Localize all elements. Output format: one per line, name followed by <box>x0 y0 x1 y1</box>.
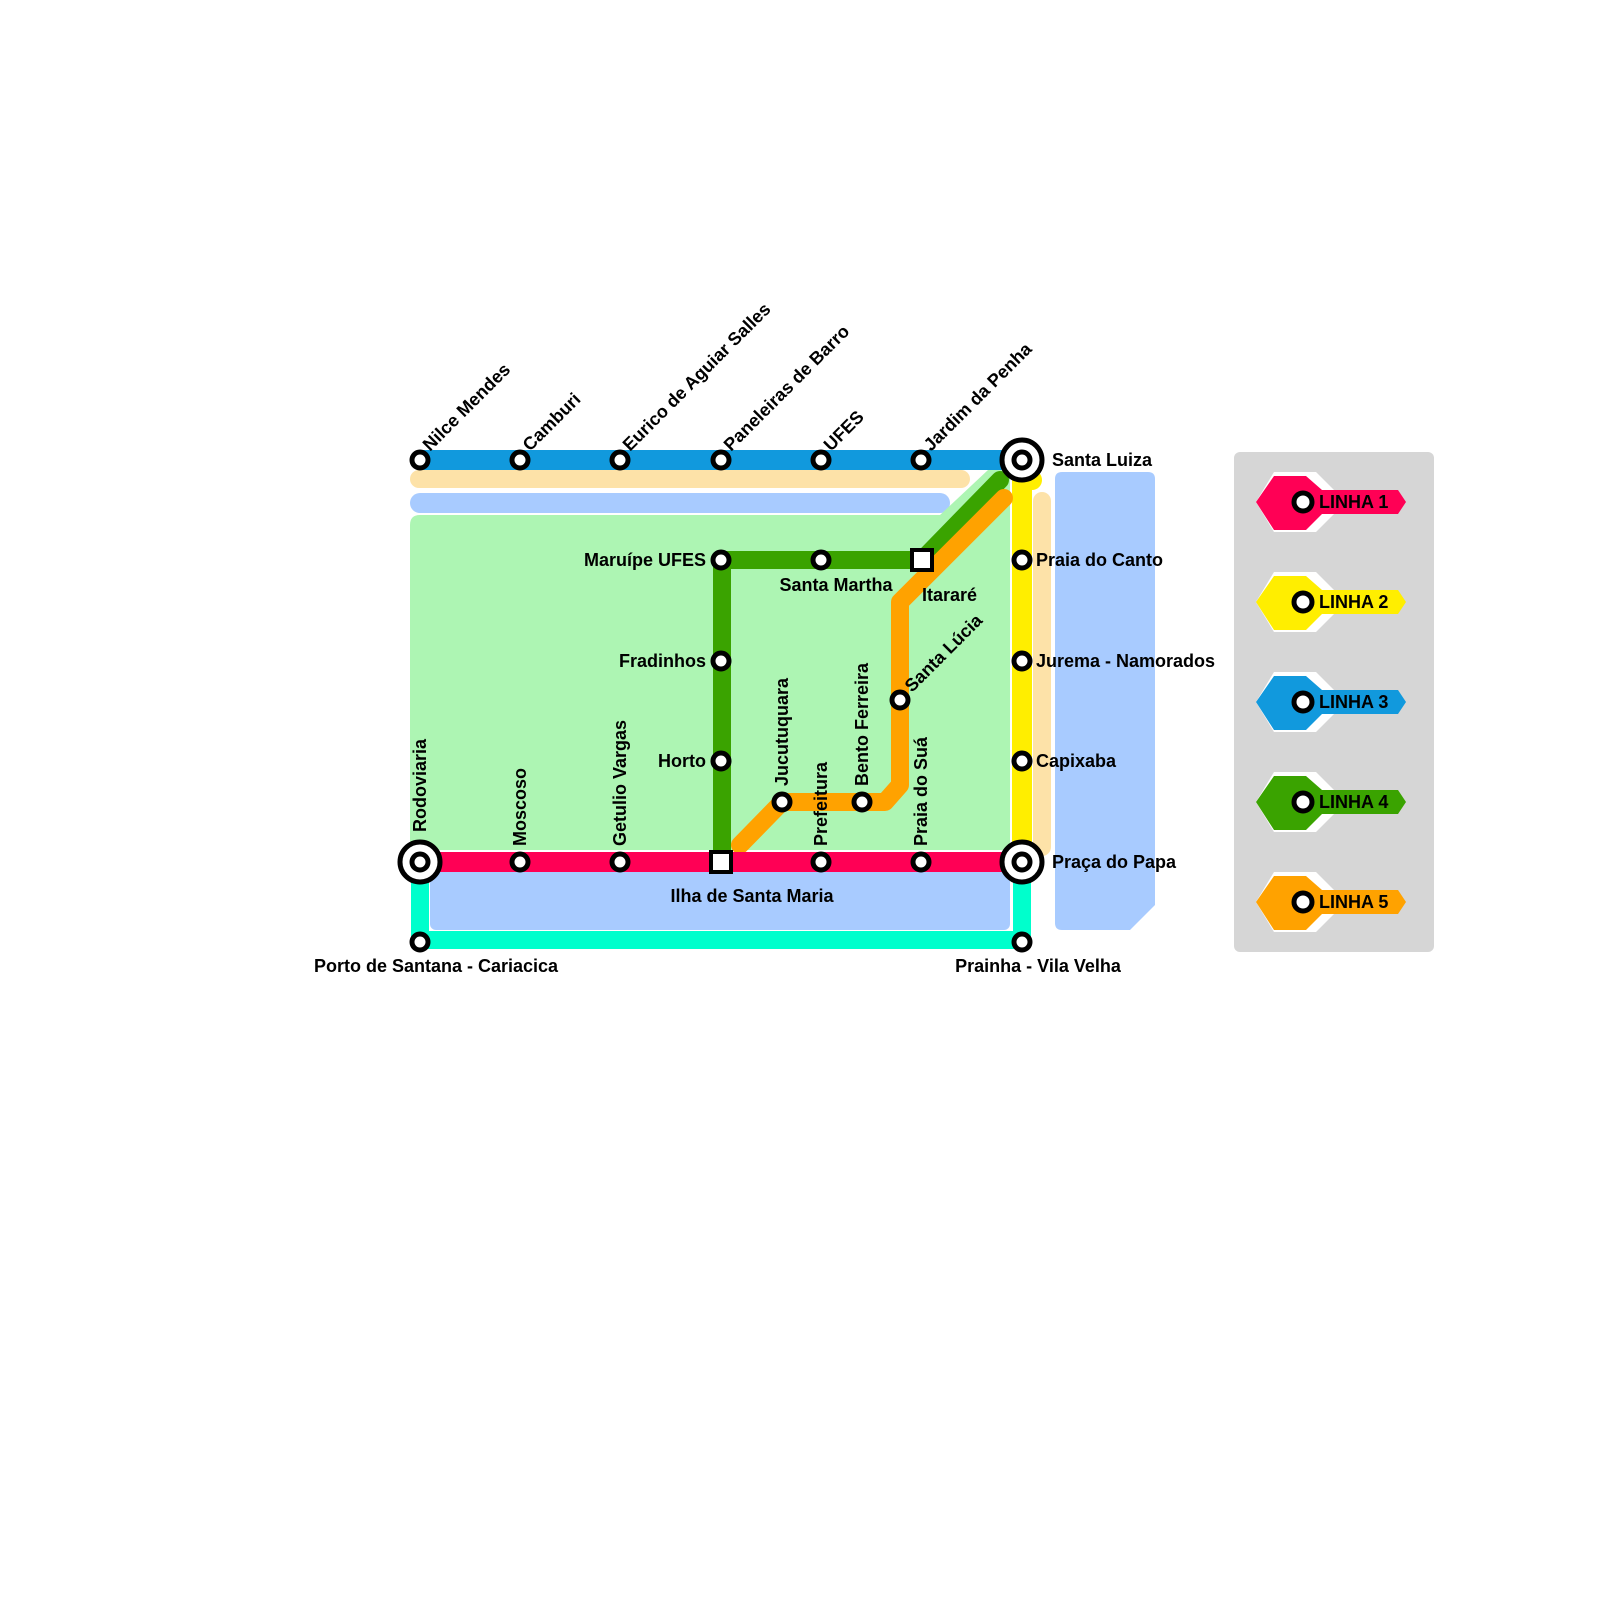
label-jurema: Jurema - Namorados <box>1036 651 1215 671</box>
label-getulio: Getulio Vargas <box>610 720 630 846</box>
station-porto-santana[interactable] <box>409 931 431 953</box>
label-praia-canto: Praia do Canto <box>1036 550 1163 570</box>
label-jucutuquara: Jucutuquara <box>772 677 792 786</box>
station-jucutuquara[interactable] <box>771 791 793 813</box>
station-jardim-penha[interactable] <box>910 449 932 471</box>
legend-linha-2-icon <box>1291 590 1315 614</box>
label-maruipe: Maruípe UFES <box>584 550 706 570</box>
station-eurico[interactable] <box>609 449 631 471</box>
station-praca-papa[interactable] <box>999 839 1045 885</box>
station-bento-ferreira[interactable] <box>851 791 873 813</box>
label-jardim-penha: Jardim da Penha <box>920 338 1037 455</box>
legend-linha-4-icon <box>1291 790 1315 814</box>
legend-linha-4-label: LINHA 4 <box>1319 792 1388 812</box>
legend-linha-3-label: LINHA 3 <box>1319 692 1388 712</box>
station-capixaba[interactable] <box>1011 750 1033 772</box>
label-moscoso: Moscoso <box>510 768 530 846</box>
label-santa-martha: Santa Martha <box>779 575 893 595</box>
station-praia-canto[interactable] <box>1011 549 1033 571</box>
legend-linha-5-label: LINHA 5 <box>1319 892 1388 912</box>
station-santa-lucia[interactable] <box>889 689 911 711</box>
legend: LINHA 1 LINHA 2 LINHA 3 LINHA 4 LINHA 5 <box>1234 452 1434 952</box>
legend-linha-3-icon <box>1291 690 1315 714</box>
zone-blue-top <box>410 493 950 513</box>
stations <box>397 437 1045 953</box>
zone-tan-right <box>1033 492 1051 856</box>
legend-linha-2-label: LINHA 2 <box>1319 592 1388 612</box>
station-jurema[interactable] <box>1011 650 1033 672</box>
legend-linha-1-icon <box>1291 490 1315 514</box>
station-getulio[interactable] <box>609 851 631 873</box>
station-fradinhos[interactable] <box>710 650 732 672</box>
station-prainha[interactable] <box>1011 931 1033 953</box>
legend-linha-5-icon <box>1291 890 1315 914</box>
station-paneleiras[interactable] <box>710 449 732 471</box>
label-horto: Horto <box>658 751 706 771</box>
legend-linha-1[interactable]: LINHA 1 <box>1256 472 1406 532</box>
station-moscoso[interactable] <box>509 851 531 873</box>
legend-linha-5[interactable]: LINHA 5 <box>1256 872 1406 932</box>
station-rodoviaria[interactable] <box>397 839 443 885</box>
station-santa-luiza[interactable] <box>999 437 1045 483</box>
legend-linha-1-label: LINHA 1 <box>1319 492 1388 512</box>
station-santa-martha[interactable] <box>810 549 832 571</box>
station-praia-sua[interactable] <box>910 851 932 873</box>
zone-blue-bottom <box>430 862 1010 930</box>
legend-linha-2[interactable]: LINHA 2 <box>1256 572 1406 632</box>
legend-linha-4[interactable]: LINHA 4 <box>1256 772 1406 832</box>
label-itarare: Itararé <box>922 585 977 605</box>
station-camburi[interactable] <box>509 449 531 471</box>
label-prainha: Prainha - Vila Velha <box>955 956 1122 976</box>
label-fradinhos: Fradinhos <box>619 651 706 671</box>
label-camburi: Camburi <box>519 389 585 455</box>
station-horto[interactable] <box>710 750 732 772</box>
station-prefeitura[interactable] <box>810 851 832 873</box>
legend-linha-3[interactable]: LINHA 3 <box>1256 672 1406 732</box>
label-santa-luiza: Santa Luiza <box>1052 450 1153 470</box>
station-maruipe[interactable] <box>710 549 732 571</box>
station-ilha-santa-maria[interactable] <box>709 850 733 874</box>
label-prefeitura: Prefeitura <box>811 761 831 846</box>
zone-blue-right <box>1055 472 1155 930</box>
label-capixaba: Capixaba <box>1036 751 1117 771</box>
label-rodoviaria: Rodoviaria <box>410 738 430 832</box>
station-itarare[interactable] <box>910 548 934 572</box>
zone-tan-top <box>410 470 970 488</box>
label-nilce-mendes: Nilce Mendes <box>419 359 514 454</box>
label-bento-ferreira: Bento Ferreira <box>852 662 872 786</box>
linha-6-line <box>411 853 1031 949</box>
label-ilha-santa-maria: Ilha de Santa Maria <box>670 886 834 906</box>
label-porto-santana: Porto de Santana - Cariacica <box>314 956 559 976</box>
station-ufes[interactable] <box>810 449 832 471</box>
label-ufes: UFES <box>820 407 868 455</box>
label-praia-sua: Praia do Suá <box>911 736 931 846</box>
station-nilce-mendes[interactable] <box>409 449 431 471</box>
label-praca-papa: Praça do Papa <box>1052 852 1177 872</box>
